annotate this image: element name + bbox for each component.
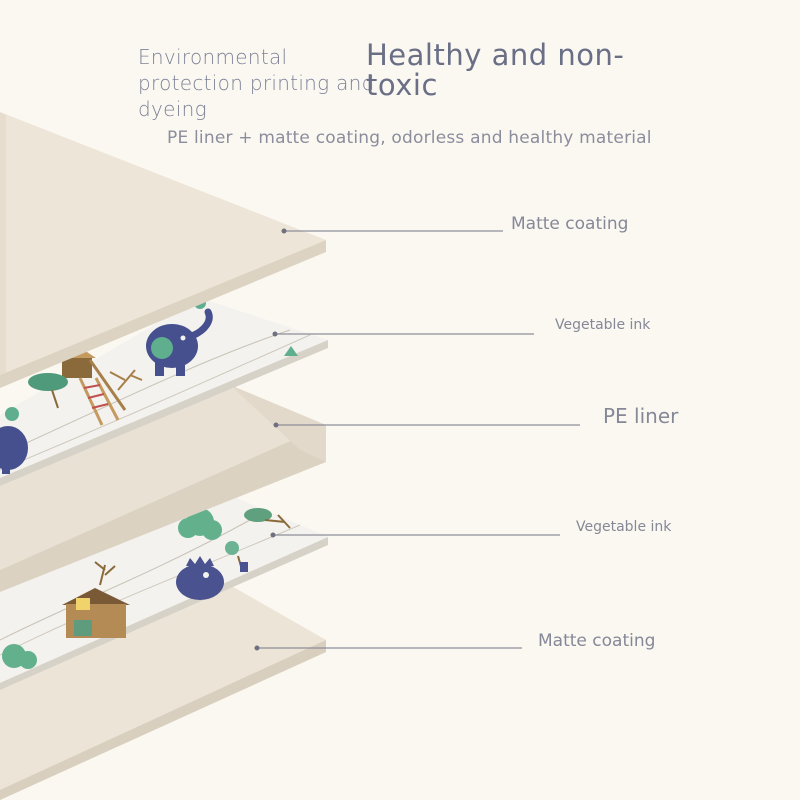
matte-coating-bottom-layer <box>0 585 326 800</box>
tree-icon <box>2 644 37 669</box>
elephant-icon <box>0 426 28 474</box>
label-vegetable-ink-lower: Vegetable ink <box>576 519 672 535</box>
tree-icon <box>28 373 68 409</box>
label-vegetable-ink-upper: Vegetable ink <box>555 317 651 333</box>
vegetable-ink-lower-layer <box>0 495 328 690</box>
label-pe-liner: PE liner <box>603 404 679 428</box>
heading-eco-printing: Environmental protection printing and dy… <box>138 45 375 121</box>
label-matte-coating-top: Matte coating <box>511 214 629 234</box>
house-icon <box>62 561 130 638</box>
elephant-icon <box>146 308 213 376</box>
tree-icon <box>244 508 291 529</box>
vegetable-ink-upper-layer <box>0 297 328 486</box>
subtitle: PE liner + matte coating, odorless and h… <box>167 128 652 148</box>
bird-icon <box>225 541 248 572</box>
crown-animal-icon <box>176 556 224 600</box>
heading-healthy: Healthy and non-toxic <box>366 38 625 102</box>
leader-lines <box>254 228 580 651</box>
label-matte-coating-bottom: Matte coating <box>538 631 656 651</box>
matte-coating-top-layer <box>0 112 326 388</box>
